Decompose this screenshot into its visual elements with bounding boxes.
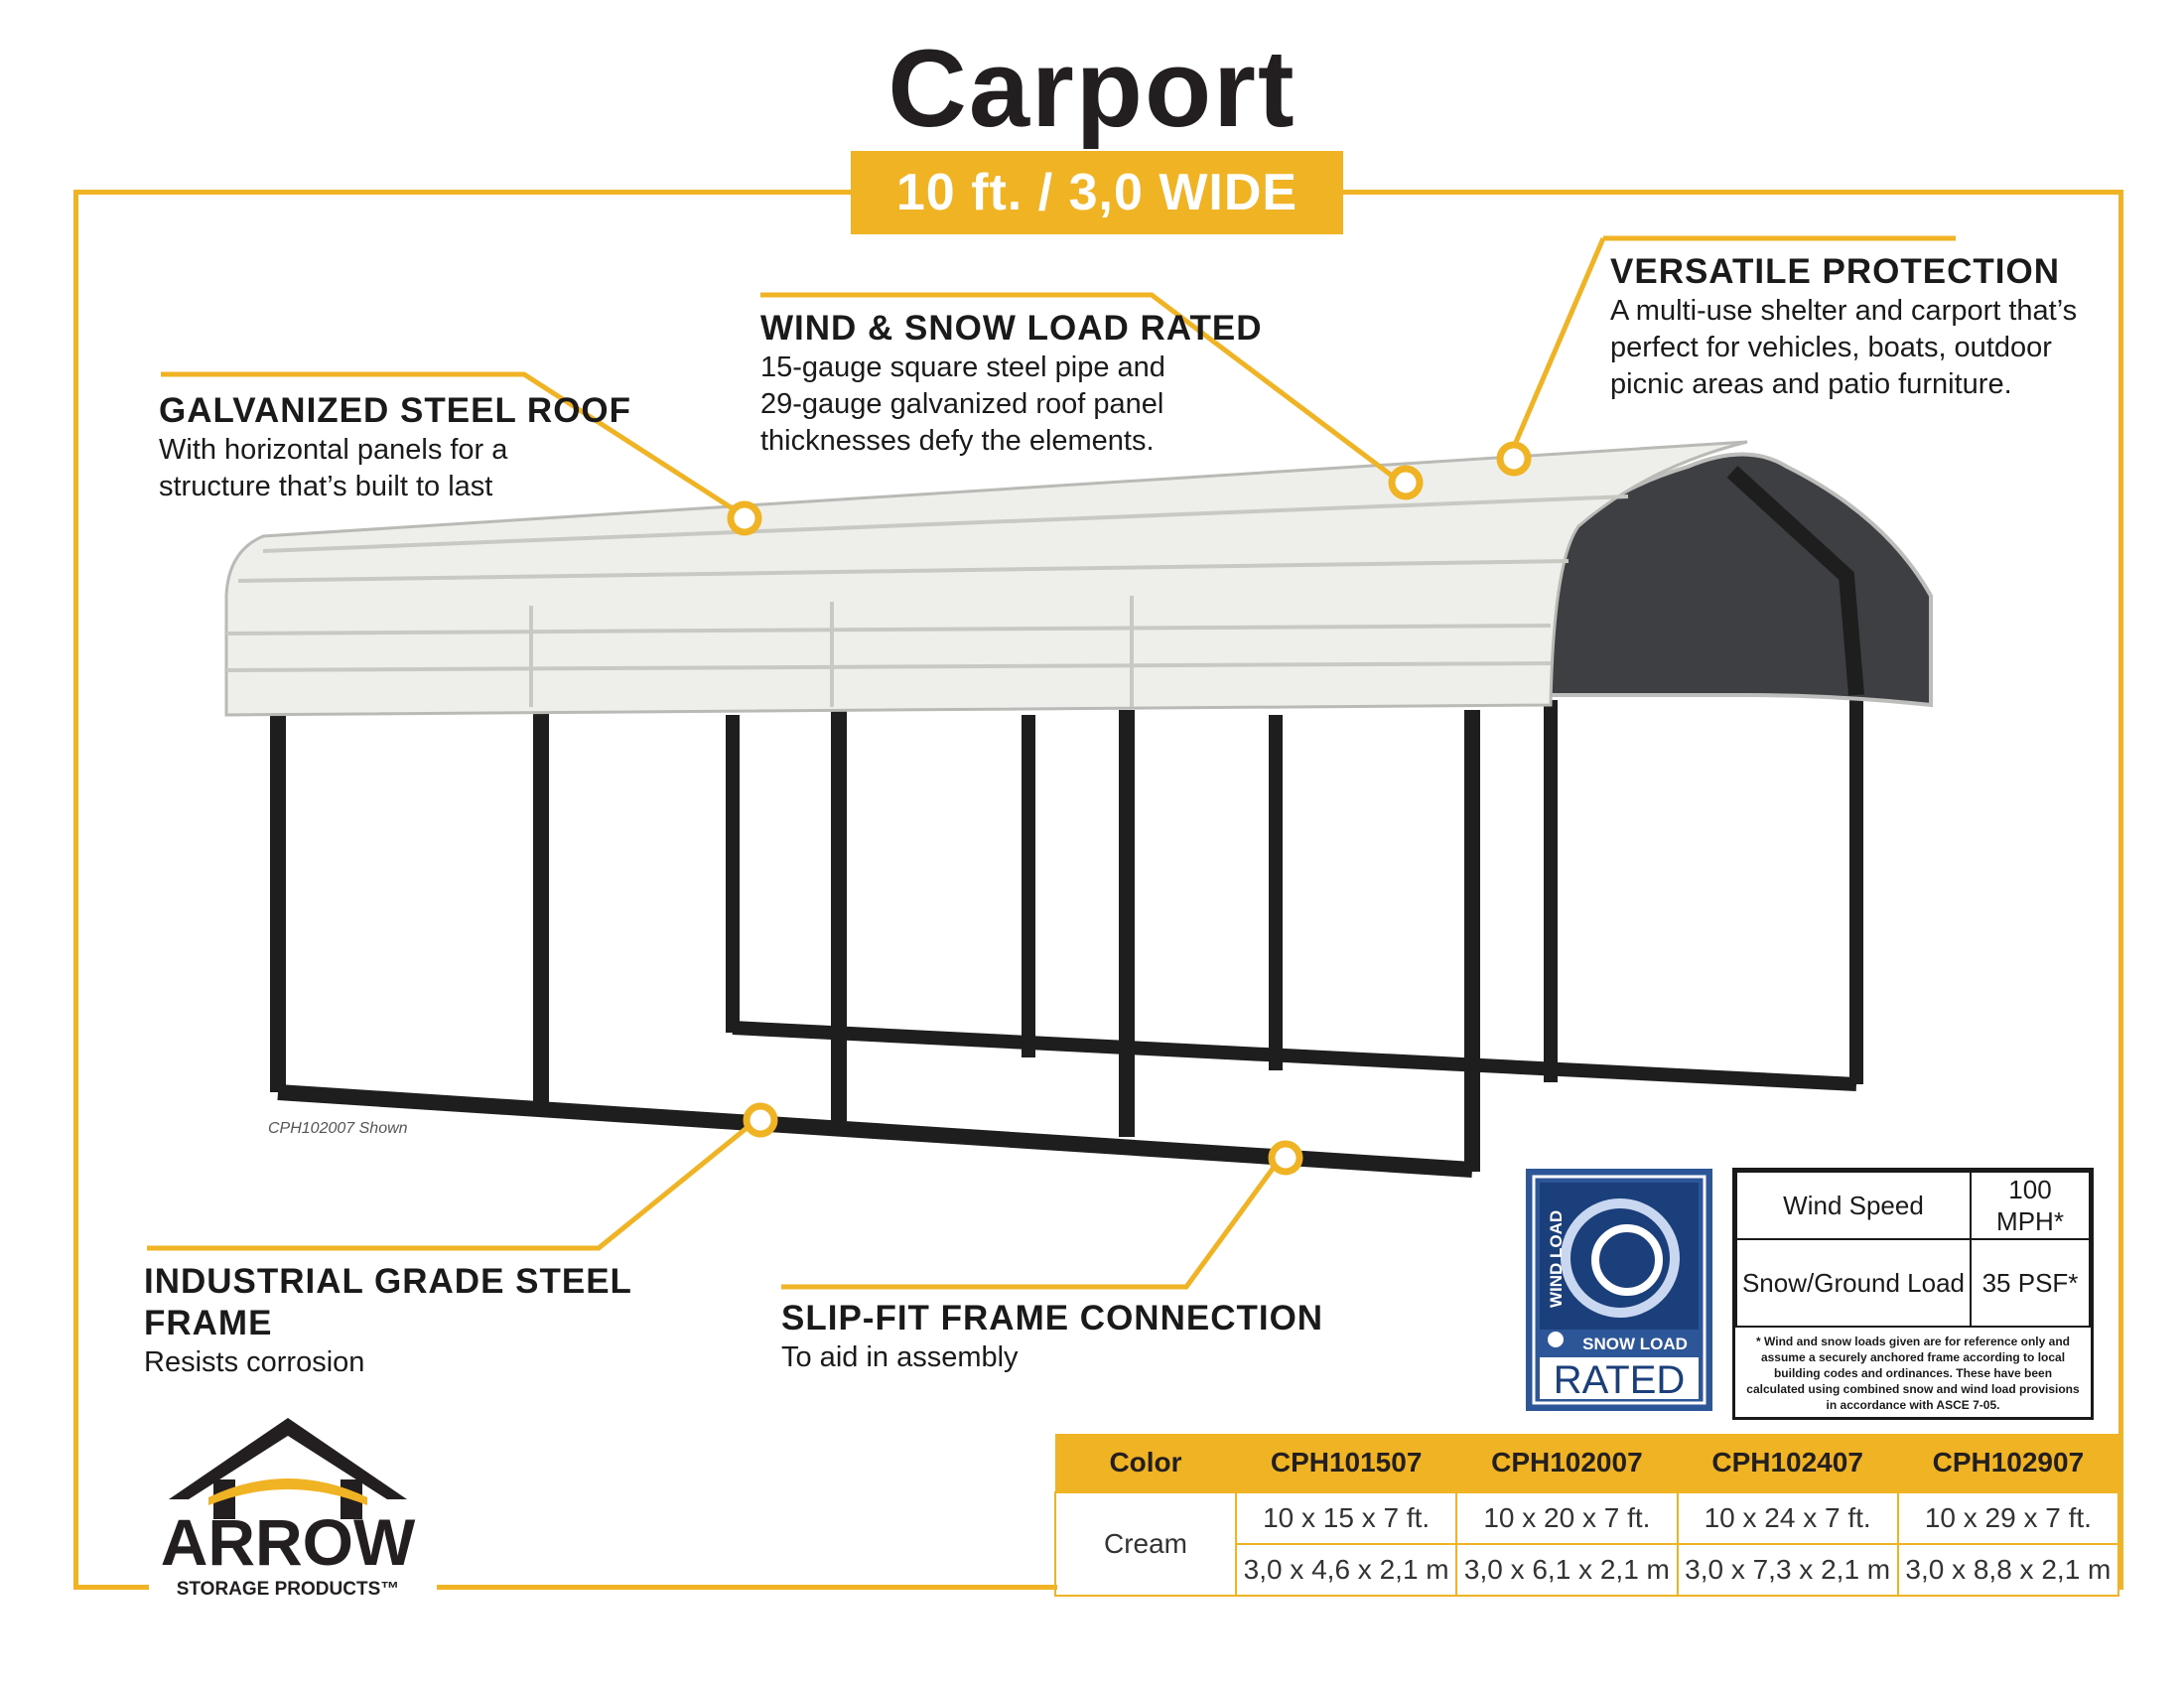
- spec-label: Snow/Ground Load: [1735, 1238, 1972, 1328]
- frame-top-right: [1343, 190, 2123, 195]
- badge-middle: SNOW LOAD: [1582, 1335, 1688, 1353]
- column-header: Color: [1055, 1434, 1236, 1492]
- frame-bottom-left: [73, 1585, 149, 1590]
- callout-versatile: VERSATILE PROTECTION A multi-use shelter…: [1610, 251, 2107, 403]
- table-row: Wind Speed 100 MPH*: [1735, 1171, 2091, 1240]
- frame-top-left: [73, 190, 851, 195]
- callout-body: A multi-use shelter and carport that’s p…: [1610, 295, 2078, 400]
- frame-right: [2118, 190, 2123, 1590]
- callout-slip-fit: SLIP-FIT FRAME CONNECTION To aid in asse…: [781, 1298, 1377, 1376]
- callout-title: INDUSTRIAL GRADE STEEL FRAME: [144, 1262, 632, 1342]
- size-metric: 3,0 x 7,3 x 2,1 m: [1676, 1543, 1899, 1597]
- front-frame: [270, 710, 1480, 1178]
- callout-steel-frame: INDUSTRIAL GRADE STEEL FRAME Resists cor…: [144, 1261, 740, 1381]
- logo-tagline: STORAGE PRODUCTS™: [176, 1579, 400, 1600]
- load-rated-badge: WIND LOAD SNOW LOAD RATED: [1526, 1169, 1712, 1411]
- callout-title: SLIP-FIT FRAME CONNECTION: [781, 1299, 1324, 1337]
- back-frame: [726, 695, 1863, 1091]
- size-metric: 3,0 x 4,6 x 2,1 m: [1234, 1543, 1458, 1597]
- callout-body: To aid in assembly: [781, 1341, 1019, 1373]
- table-row: Snow/Ground Load 35 PSF*: [1735, 1238, 2091, 1328]
- callout-body: Resists corrosion: [144, 1346, 365, 1378]
- size-imperial: 10 x 24 x 7 ft.: [1676, 1491, 1899, 1545]
- callout-body: 15-gauge square steel pipe and 29-gauge …: [760, 352, 1165, 457]
- color-cell: Cream: [1054, 1491, 1237, 1597]
- column-header: CPH102907: [1897, 1434, 2118, 1492]
- width-banner: 10 ft. / 3,0 WIDE: [851, 151, 1343, 234]
- callout-body: With horizontal panels for a structure t…: [159, 434, 508, 502]
- size-imperial: 10 x 15 x 7 ft.: [1234, 1491, 1458, 1545]
- callout-title: VERSATILE PROTECTION: [1610, 252, 2060, 291]
- logo-name: ARROW: [160, 1505, 416, 1579]
- column-header: CPH101507: [1236, 1434, 1457, 1492]
- callout-wind-snow: WIND & SNOW LOAD RATED 15-gauge square s…: [760, 308, 1277, 460]
- callout-galvanized-roof: GALVANIZED STEEL ROOF With horizontal pa…: [159, 390, 675, 505]
- badge-graphic: WIND LOAD SNOW LOAD RATED: [1532, 1175, 1706, 1405]
- callout-dots: [727, 441, 1532, 1176]
- frame-bottom-mid: [437, 1585, 1057, 1590]
- badge-top: WIND LOAD: [1547, 1210, 1566, 1308]
- load-specs-table: Wind Speed 100 MPH* Snow/Ground Load 35 …: [1732, 1168, 2094, 1420]
- size-metric: 3,0 x 6,1 x 2,1 m: [1455, 1543, 1679, 1597]
- page-title: Carport: [0, 30, 2184, 149]
- size-metric: 3,0 x 8,8 x 2,1 m: [1896, 1543, 2120, 1597]
- house-icon: [169, 1418, 407, 1519]
- image-caption: CPH102007 Shown: [268, 1120, 408, 1137]
- spec-value: 100 MPH*: [1970, 1171, 2091, 1240]
- specs-note: * Wind and snow loads given are for refe…: [1746, 1335, 2080, 1412]
- spec-value: 35 PSF*: [1970, 1238, 2091, 1328]
- badge-bottom: RATED: [1554, 1358, 1686, 1402]
- table-header-row: Color CPH101507 CPH102007 CPH102407 CPH1…: [1055, 1434, 2118, 1492]
- spec-label: Wind Speed: [1735, 1171, 1972, 1240]
- table-row: Cream 10 x 15 x 7 ft. 10 x 20 x 7 ft. 10…: [1054, 1491, 2120, 1597]
- arrow-logo: ARROW STORAGE PRODUCTS™: [129, 1410, 447, 1609]
- callout-title: GALVANIZED STEEL ROOF: [159, 391, 632, 430]
- column-header: CPH102007: [1456, 1434, 1678, 1492]
- sizes-table: Color CPH101507 CPH102007 CPH102407 CPH1…: [1054, 1434, 2120, 1597]
- size-imperial: 10 x 20 x 7 ft.: [1455, 1491, 1679, 1545]
- callout-title: WIND & SNOW LOAD RATED: [760, 309, 1263, 348]
- table-row: 3,0 x 4,6 x 2,1 m 3,0 x 6,1 x 2,1 m 3,0 …: [1055, 1543, 2120, 1597]
- title-text: Carport: [887, 28, 1297, 150]
- callout-leaders: [147, 235, 1956, 1290]
- width-banner-text: 10 ft. / 3,0 WIDE: [895, 164, 1298, 221]
- frame-left: [73, 190, 78, 1590]
- size-imperial: 10 x 29 x 7 ft.: [1896, 1491, 2120, 1545]
- column-header: CPH102407: [1677, 1434, 1898, 1492]
